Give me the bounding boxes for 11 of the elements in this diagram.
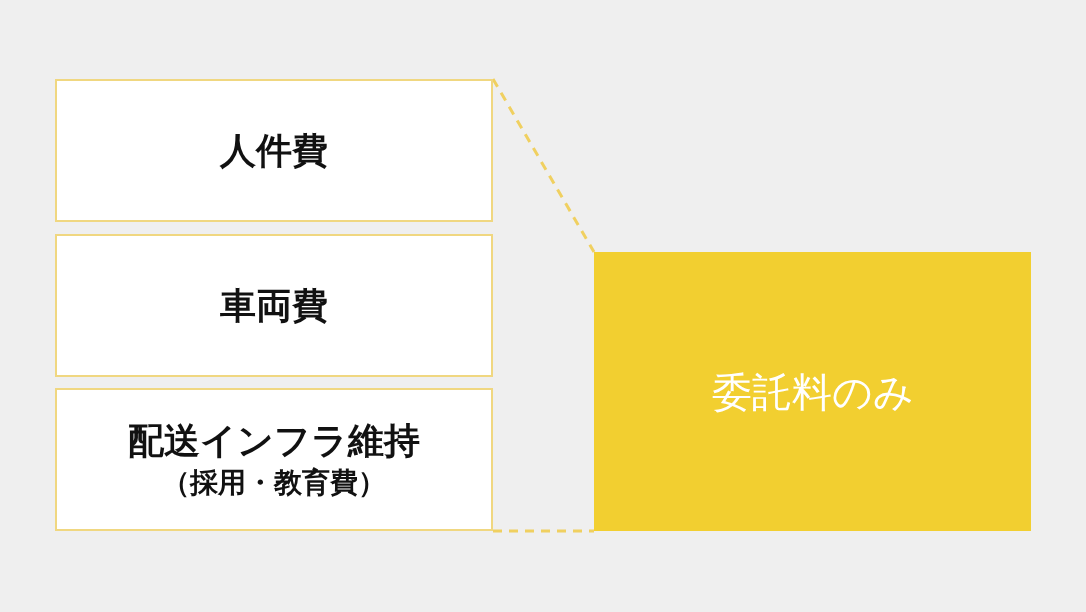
box-title: 車両費	[220, 283, 328, 328]
cost-item-box	[55, 79, 493, 222]
box-title: 委託料のみ	[711, 367, 914, 416]
fee-box	[594, 252, 1031, 531]
box-note: （採用・教育費）	[162, 466, 386, 500]
cost-item-box	[55, 388, 493, 531]
cost-item-box	[55, 234, 493, 377]
dashed-connector	[491, 78, 596, 253]
box-title: 人件費	[220, 128, 328, 173]
box-title: 配送インフラ維持	[128, 419, 420, 463]
dashed-connector	[493, 529, 594, 533]
